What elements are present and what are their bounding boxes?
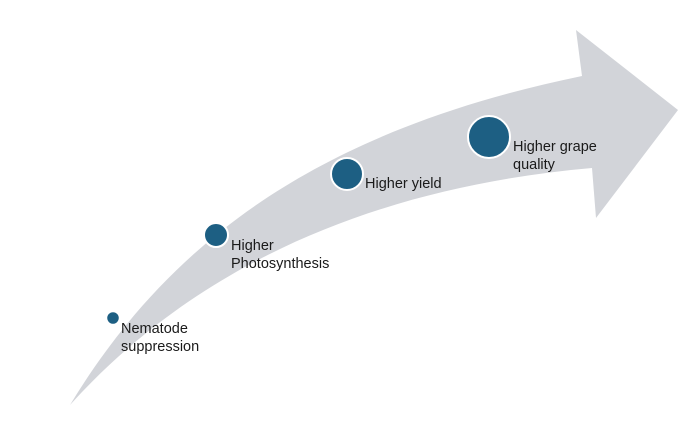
milestone-label-higher-yield: Higher yield: [365, 175, 442, 193]
milestone-label-line: quality: [513, 157, 555, 173]
milestone-marker-higher-yield: [330, 157, 364, 191]
milestone-marker-higher-photosynthesis: [203, 222, 229, 248]
curved-arrow: [70, 30, 678, 405]
milestone-marker-nematode-suppression: [105, 310, 121, 326]
milestone-label-line: Photosynthesis: [231, 256, 330, 272]
milestone-label-higher-grape-quality: Higher grape quality: [513, 138, 597, 174]
milestone-label-higher-photosynthesis: Higher Photosynthesis: [231, 237, 329, 273]
milestone-label-line: Higher grape: [513, 139, 597, 155]
milestone-label-line: Higher yield: [365, 176, 442, 192]
milestone-label-line: Higher: [231, 238, 274, 254]
milestone-marker-higher-grape-quality: [467, 115, 511, 159]
milestone-label-line: Nematode: [121, 321, 188, 337]
milestone-label-nematode-suppression: Nematode suppression: [121, 320, 199, 356]
milestone-label-line: suppression: [121, 339, 200, 355]
